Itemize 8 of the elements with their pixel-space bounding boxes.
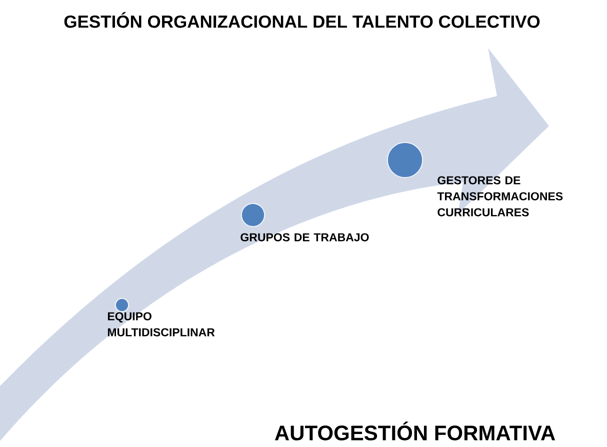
stage-label: GRUPOS DE TRABAJO xyxy=(240,233,369,242)
title: GESTIÓN ORGANIZACIONAL DEL TALENTO COLECTIVO xyxy=(64,12,540,28)
stage-label: EQUIPO MULTIDISCIPLINAR xyxy=(108,312,215,336)
circle-marker xyxy=(241,203,265,227)
axis-label: AUTOGESTIÓN FORMATIVA xyxy=(274,422,556,440)
circle-marker xyxy=(115,298,129,312)
stage-label: GESTORES DE TRANSFORMACIONES CURRICULARES xyxy=(437,176,563,216)
circle-marker xyxy=(387,142,423,178)
